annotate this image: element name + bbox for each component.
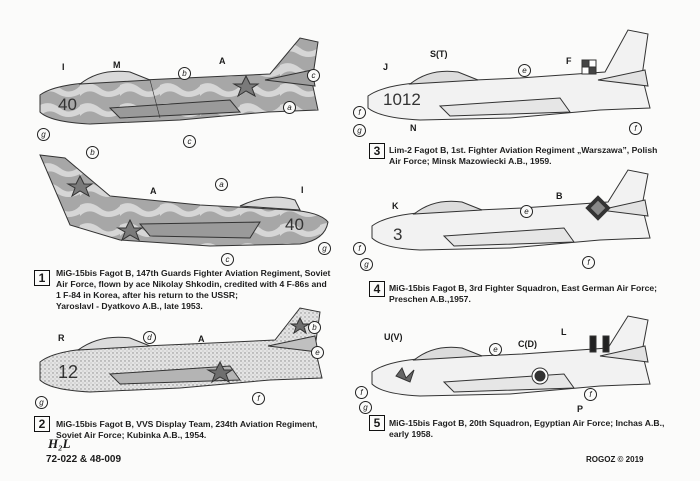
aircraft-2-number: 12 — [58, 362, 79, 382]
caption-2-line: Soviet Air Force; Kubinka A.B., 1954. — [56, 430, 207, 440]
circled-e-2: e — [518, 64, 531, 77]
caption-1-line: 1 F-84 in Korea, after his return to the… — [56, 290, 238, 300]
callout-i: I — [62, 62, 65, 72]
circled-e-4: e — [489, 343, 502, 356]
circled-d: d — [143, 331, 156, 344]
callout-n: N — [410, 123, 417, 133]
callout-m: M — [113, 60, 121, 70]
aircraft-1-side — [39, 37, 319, 125]
circled-f-2: f — [353, 106, 366, 119]
callout-s-t: S(T) — [430, 49, 448, 59]
circled-f: f — [252, 392, 265, 405]
callout-r: R — [58, 333, 65, 343]
caption-1: MiG-15bis Fagot B, 147th Guards Fighter … — [56, 268, 330, 312]
callout-i-2: I — [301, 185, 304, 195]
circled-b: b — [178, 67, 191, 80]
aircraft-4-number: 3 — [393, 225, 403, 244]
copyright: ROGOZ © 2019 — [586, 455, 644, 464]
circled-c-3: c — [221, 253, 234, 266]
caption-2-line: MiG-15bis Fagot B, VVS Display Team, 234… — [56, 419, 318, 429]
circled-f-5: f — [582, 256, 595, 269]
caption-1-line: Yaroslavl - Dyatkovo A.B., late 1953. — [56, 301, 203, 311]
caption-3: Lim-2 Fagot B, 1st. Fighter Aviation Reg… — [389, 145, 657, 167]
aircraft-3-number: 1012 — [383, 90, 421, 109]
circled-b-3: b — [308, 321, 321, 334]
circled-g-6: g — [359, 401, 372, 414]
product-code: 72-022 & 48-009 — [46, 454, 122, 465]
caption-3-line: Air Force; Minsk Mazowiecki A.B., 1959. — [389, 156, 552, 166]
caption-2: MiG-15bis Fagot B, VVS Display Team, 234… — [56, 419, 317, 441]
callout-p: P — [577, 404, 584, 414]
circled-a: a — [283, 101, 296, 114]
caption-1-line: MiG-15bis Fagot B, 147th Guards Fighter … — [56, 268, 331, 278]
callout-b: B — [556, 191, 563, 201]
circled-g-5: g — [360, 258, 373, 271]
caption-5-line: MiG-15bis Fagot B, 20th Squadron, Egypti… — [389, 418, 665, 428]
caption-5-number: 5 — [369, 415, 385, 431]
circled-c-2: c — [183, 135, 196, 148]
circled-g-4: g — [353, 124, 366, 137]
caption-4-number: 4 — [369, 281, 385, 297]
circled-f-4: f — [353, 242, 366, 255]
callout-c-d: C(D) — [518, 339, 537, 349]
caption-3-line: Lim-2 Fagot B, 1st. Fighter Aviation Reg… — [389, 145, 658, 155]
circled-f-6: f — [355, 386, 368, 399]
circled-b-2: b — [86, 146, 99, 159]
circled-f-7: f — [584, 388, 597, 401]
caption-5-line: early 1958. — [389, 429, 433, 439]
callout-k: K — [392, 201, 399, 211]
aircraft-1-other-side — [39, 154, 329, 247]
circled-g-3: g — [35, 396, 48, 409]
caption-1-number: 1 — [34, 270, 50, 286]
aircraft-1-number-reverse: 40 — [285, 215, 304, 234]
callout-f-upper: F — [566, 56, 572, 66]
caption-4-line: MiG-15bis Fagot B, 3rd Fighter Squadron,… — [389, 283, 658, 293]
aircraft-4-side — [371, 169, 651, 251]
aircraft-1-number: 40 — [58, 95, 77, 114]
caption-3-number: 3 — [369, 143, 385, 159]
aircraft-2-side — [39, 307, 323, 393]
circled-g: g — [37, 128, 50, 141]
aircraft-3-side — [367, 29, 651, 121]
circled-c: c — [307, 69, 320, 82]
circled-a-2: a — [215, 178, 228, 191]
circled-f-3: f — [629, 122, 642, 135]
hol-logo: H₂L — [48, 436, 71, 451]
callout-l: L — [561, 327, 567, 337]
callout-a-3: A — [198, 334, 205, 344]
caption-4-line: Preschen A.B.,1957. — [389, 294, 471, 304]
caption-2-number: 2 — [34, 416, 50, 432]
callout-a: A — [219, 56, 226, 66]
circled-e: e — [311, 346, 324, 359]
callout-j: J — [383, 62, 389, 72]
callout-u-v: U(V) — [384, 332, 403, 342]
caption-5: MiG-15bis Fagot B, 20th Squadron, Egypti… — [389, 418, 664, 440]
aircraft-5-side — [371, 315, 651, 397]
caption-4: MiG-15bis Fagot B, 3rd Fighter Squadron,… — [389, 283, 657, 305]
caption-1-line: Air Force, flown by ace Nikolay Shkodin,… — [56, 279, 327, 289]
circled-g-2: g — [318, 242, 331, 255]
callout-a-2: A — [150, 186, 157, 196]
circled-e-3: e — [520, 205, 533, 218]
